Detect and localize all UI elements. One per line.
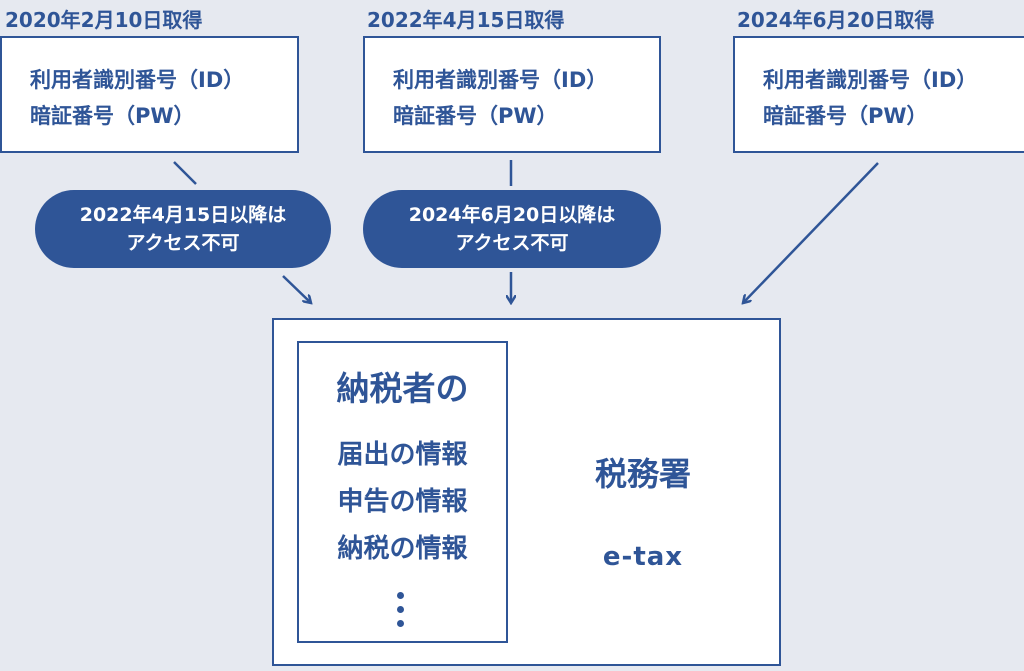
credential-box-3: 利用者識別番号（ID） 暗証番号（PW） [733,36,1024,153]
access-notice-2: 2024年6月20日以降は アクセス不可 [363,190,661,268]
arrow-3 [743,162,879,303]
ellipsis-dot [397,592,404,599]
credential-box-1: 利用者識別番号（ID） 暗証番号（PW） [0,36,299,153]
info-item: 届出の情報 [337,440,468,470]
pw-label: 暗証番号（PW） [30,104,195,128]
tax-office-box [272,318,781,666]
notice-date: 2022年4月15日以降は [79,204,287,226]
pw-label: 暗証番号（PW） [393,104,558,128]
ellipsis-dot [397,620,404,627]
notice-text: アクセス不可 [126,232,240,254]
ellipsis-dot [397,606,404,613]
taxpayer-info-box [297,341,508,643]
connector-line [173,161,197,185]
credential-box-2: 利用者識別番号（ID） 暗証番号（PW） [363,36,661,153]
access-notice-1: 2022年4月15日以降は アクセス不可 [35,190,331,268]
tax-office-name: 税務署 [594,455,691,493]
arrow-1 [282,275,311,303]
info-item: 申告の情報 [337,487,468,517]
info-item: 納税の情報 [337,534,468,564]
acquired-date-3: 2024年6月20日取得 [737,8,935,32]
etax-label: e-tax [602,542,684,572]
acquired-date-1: 2020年2月10日取得 [5,8,203,32]
notice-date: 2024年6月20日以降は [408,204,616,226]
pw-label: 暗証番号（PW） [763,104,928,128]
id-label: 利用者識別番号（ID） [393,68,608,92]
taxpayer-title: 納税者の [336,369,469,408]
id-label: 利用者識別番号（ID） [30,68,245,92]
id-label: 利用者識別番号（ID） [763,68,978,92]
notice-text: アクセス不可 [455,232,569,254]
acquired-date-2: 2022年4月15日取得 [367,8,565,32]
